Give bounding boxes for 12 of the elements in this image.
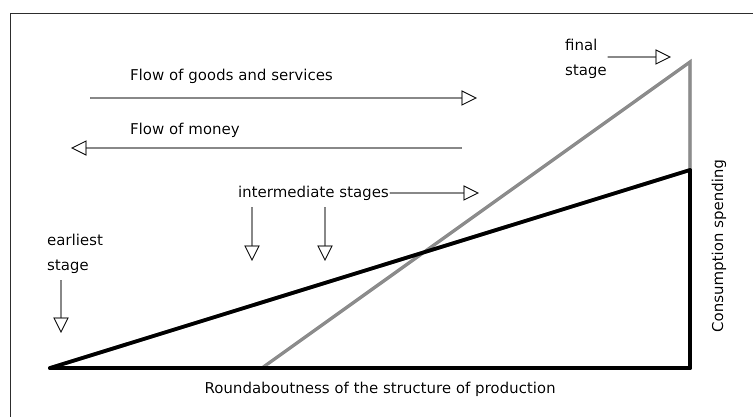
axis-label: Roundaboutness of the structure of production [204, 378, 556, 399]
stage-label: earliest stage [47, 230, 103, 276]
pointer-arrow [318, 206, 332, 260]
stage-label: final stage [565, 35, 607, 81]
axis-label: Consumption spending [707, 158, 728, 332]
pointer-arrow [389, 186, 478, 200]
pointer-arrow [244, 206, 260, 260]
pointer-arrow [54, 280, 68, 332]
pointer-arrow [607, 50, 670, 64]
flow-label: Flow of money [130, 119, 240, 140]
flow-label: Flow of goods and services [130, 65, 333, 86]
stage-label: intermediate stages [238, 182, 389, 203]
